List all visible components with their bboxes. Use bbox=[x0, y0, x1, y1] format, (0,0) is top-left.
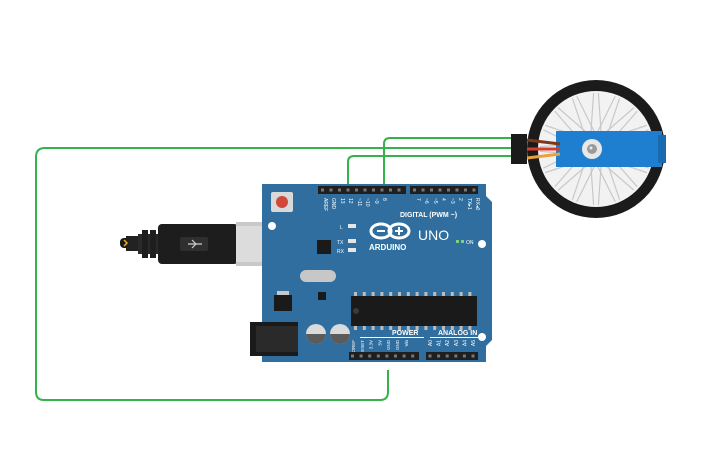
digital-pin-label: RX◂0 bbox=[474, 198, 480, 210]
wire-5v-to-servo[interactable] bbox=[383, 137, 516, 194]
power-pin-label: Vin bbox=[404, 340, 409, 347]
capacitors bbox=[306, 324, 350, 344]
pin-hole[interactable] bbox=[421, 188, 425, 192]
pin-hole[interactable] bbox=[413, 188, 416, 192]
power-pin-label: GND bbox=[395, 339, 400, 350]
power-pin-label: GND bbox=[386, 339, 391, 350]
digital-pin-label: ~11 bbox=[356, 198, 362, 206]
analog-pin-label: A2 bbox=[445, 340, 451, 346]
mount-hole bbox=[478, 333, 486, 341]
pin-hole[interactable] bbox=[372, 188, 375, 192]
pin-hole[interactable] bbox=[321, 188, 324, 192]
digital-pin-label: 2 bbox=[457, 198, 463, 201]
pin-hole[interactable] bbox=[355, 188, 358, 192]
digital-pin-label: AREF bbox=[322, 198, 328, 211]
digital-pin-label: ~6 bbox=[423, 198, 429, 204]
digital-pin-label: 8 bbox=[381, 198, 387, 201]
led-label-l: L bbox=[340, 225, 343, 231]
smd-component bbox=[318, 292, 326, 300]
pin-hole[interactable] bbox=[338, 188, 341, 192]
digital-pin-label: GND bbox=[330, 198, 336, 210]
wires bbox=[35, 137, 516, 401]
ic-chip-icon bbox=[351, 292, 477, 330]
pin-hole[interactable] bbox=[464, 188, 467, 192]
mount-hole bbox=[478, 240, 486, 248]
pin-hole[interactable] bbox=[472, 188, 476, 192]
wire-gnd-to-servo[interactable] bbox=[35, 147, 516, 401]
pin-hole[interactable] bbox=[430, 188, 433, 192]
analog-header[interactable] bbox=[426, 352, 478, 360]
pin-hole[interactable] bbox=[428, 354, 432, 358]
pin-hole[interactable] bbox=[411, 354, 415, 358]
analog-pin-label: A4 bbox=[462, 340, 468, 346]
mount-hole bbox=[268, 222, 276, 230]
brand-label: ARDUINO bbox=[369, 243, 406, 252]
pin-hole[interactable] bbox=[363, 188, 367, 192]
pin-hole[interactable] bbox=[351, 354, 354, 358]
reset-button[interactable] bbox=[271, 192, 293, 212]
analog-pin-label: A3 bbox=[454, 340, 460, 346]
status-leds: L TX RX ON bbox=[337, 224, 474, 255]
pin-hole[interactable] bbox=[376, 354, 380, 358]
digital-pin-label: TX▸1 bbox=[466, 198, 472, 210]
pin-hole[interactable] bbox=[385, 354, 389, 358]
pin-hole[interactable] bbox=[455, 188, 459, 192]
digital-pin-label: ~10 bbox=[364, 198, 370, 207]
analog-pin-label: A5 bbox=[471, 340, 477, 346]
voltage-regulator bbox=[274, 291, 292, 311]
dc-jack-icon[interactable] bbox=[250, 322, 298, 356]
servo-motor-icon[interactable] bbox=[511, 80, 666, 218]
digital-pin-label: 4 bbox=[440, 198, 446, 201]
usb-chip bbox=[317, 240, 331, 254]
power-pin-label: IOREF bbox=[351, 340, 356, 354]
model-label: UNO bbox=[418, 227, 449, 243]
power-label: POWER bbox=[392, 330, 418, 337]
pin-hole[interactable] bbox=[445, 354, 449, 358]
pin-hole[interactable] bbox=[394, 354, 397, 358]
wire-signal-to-servo[interactable] bbox=[347, 155, 516, 194]
led-label-tx: TX bbox=[337, 240, 344, 246]
crystal bbox=[300, 270, 336, 282]
pin-hole[interactable] bbox=[454, 354, 458, 358]
pin-hole[interactable] bbox=[329, 188, 333, 192]
pin-hole[interactable] bbox=[402, 354, 406, 358]
led-label-rx: RX bbox=[337, 249, 345, 255]
digital-pin-label: 12 bbox=[347, 198, 353, 204]
power-pin-label: 3.3V bbox=[369, 340, 374, 349]
pin-hole[interactable] bbox=[380, 188, 384, 192]
pin-hole[interactable] bbox=[397, 188, 401, 192]
digital-pin-label: ~3 bbox=[449, 198, 455, 204]
analog-label: ANALOG IN bbox=[438, 330, 477, 337]
power-pin-label: 5V bbox=[377, 340, 382, 346]
digital-pin-label: 13 bbox=[339, 198, 345, 204]
digital-pin-label: 7 bbox=[415, 198, 421, 201]
power-header[interactable] bbox=[349, 352, 419, 360]
pin-hole[interactable] bbox=[462, 354, 466, 358]
digital-pin-label: ~9 bbox=[373, 198, 379, 204]
pin-hole[interactable] bbox=[471, 354, 475, 358]
on-label: ON bbox=[466, 240, 474, 246]
pin-hole[interactable] bbox=[438, 188, 442, 192]
digital-label: DIGITAL (PWM ~) bbox=[400, 212, 457, 219]
analog-pin-label: A0 bbox=[428, 340, 434, 346]
digital-header[interactable] bbox=[318, 186, 478, 194]
pin-hole[interactable] bbox=[389, 188, 392, 192]
pin-hole[interactable] bbox=[346, 188, 350, 192]
power-pin-label: RESET bbox=[360, 340, 365, 355]
servo-connector[interactable] bbox=[511, 134, 527, 164]
digital-pin-label: ~5 bbox=[432, 198, 438, 204]
pin-hole[interactable] bbox=[359, 354, 363, 358]
pin-hole[interactable] bbox=[368, 354, 372, 358]
analog-pin-label: A1 bbox=[437, 340, 443, 346]
pin-hole[interactable] bbox=[447, 188, 450, 192]
arduino-logo: ARDUINO UNO bbox=[369, 222, 449, 252]
pin-hole[interactable] bbox=[437, 354, 441, 358]
